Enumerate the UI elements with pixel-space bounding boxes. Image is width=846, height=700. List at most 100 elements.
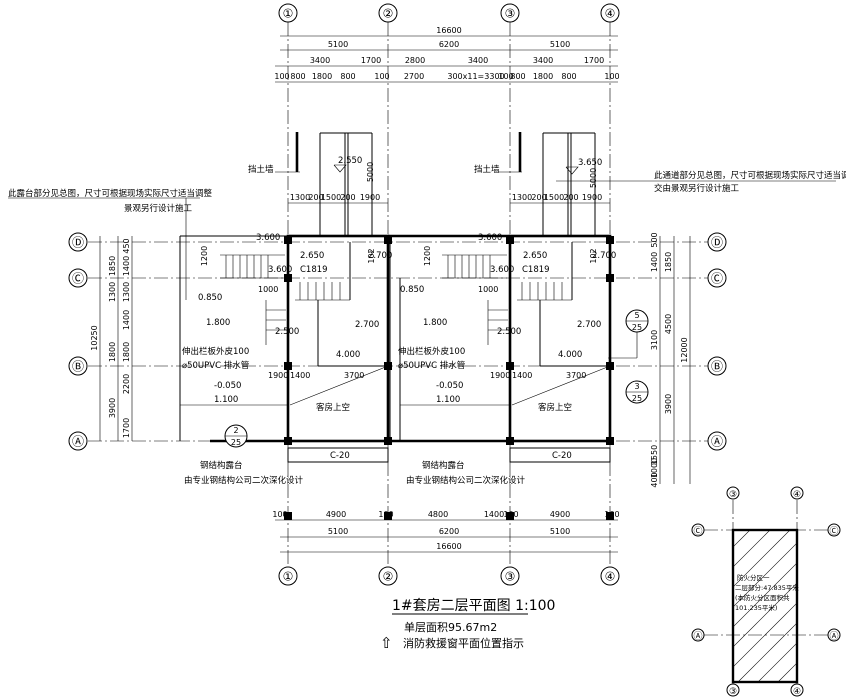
svg-text:②: ② (383, 7, 394, 21)
svg-text:400: 400 (650, 472, 659, 487)
svg-text:C1819: C1819 (522, 265, 550, 275)
svg-text:101.235平米): 101.235平米) (735, 603, 777, 612)
terrace-note-2: 景观另行设计施工 (124, 203, 193, 214)
svg-text:2700: 2700 (404, 72, 424, 81)
svg-text:Ⓒ: Ⓒ (829, 526, 838, 537)
svg-text:C-20: C-20 (552, 451, 572, 461)
svg-text:-0.050: -0.050 (214, 381, 241, 391)
svg-text:由专业钢结构公司二次深化设计: 由专业钢结构公司二次深化设计 (184, 475, 304, 486)
svg-text:1.100: 1.100 (436, 395, 460, 405)
svg-text:1400: 1400 (650, 252, 659, 272)
svg-text:1800: 1800 (122, 342, 131, 362)
svg-text:800: 800 (290, 72, 305, 81)
detail-mark-5-25: 5 25 (608, 309, 649, 359)
svg-text:二层部分:47.835平米: 二层部分:47.835平米 (735, 583, 799, 592)
svg-text:(本防火分区面积共: (本防火分区面积共 (735, 593, 790, 602)
svg-text:1850: 1850 (108, 256, 117, 276)
svg-text:3100: 3100 (650, 330, 659, 350)
svg-text:4800: 4800 (428, 510, 448, 519)
steel-terrace-left: 钢结构露台 (200, 460, 243, 471)
svg-text:100: 100 (498, 72, 513, 81)
svg-text:3.600: 3.600 (256, 233, 280, 243)
svg-text:⌀50UPVC 排水管: ⌀50UPVC 排水管 (398, 360, 465, 371)
svg-text:3.600: 3.600 (268, 265, 292, 275)
left-dimensions: 10250 1850 1300 1800 3900 450 1400 1300 … (90, 236, 133, 441)
svg-text:②: ② (383, 570, 394, 584)
svg-text:100: 100 (374, 72, 389, 81)
svg-text:4900: 4900 (326, 510, 346, 519)
svg-text:25: 25 (632, 394, 642, 403)
svg-text:1900: 1900 (490, 371, 510, 380)
svg-text:③: ③ (729, 490, 737, 500)
svg-text:1850: 1850 (664, 252, 673, 272)
rescue-note: 消防救援窗平面位置指示 (403, 636, 524, 650)
level-3650: 3.650 (578, 158, 602, 168)
svg-text:Ⓒ: Ⓒ (72, 272, 84, 286)
svg-text:1300: 1300 (512, 193, 532, 202)
svg-text:4.000: 4.000 (558, 350, 582, 360)
svg-text:3900: 3900 (664, 394, 673, 414)
key-plan: 防火分区一 二层部分:47.835平米 (本防火分区面积共 101.235平米)… (691, 486, 841, 697)
svg-text:Ⓓ: Ⓓ (711, 236, 723, 250)
svg-text:800: 800 (561, 72, 576, 81)
svg-text:Ⓑ: Ⓑ (72, 360, 84, 374)
svg-text:102: 102 (589, 248, 598, 263)
svg-text:1300: 1300 (108, 282, 117, 302)
svg-text:1400: 1400 (122, 310, 131, 330)
svg-text:1.100: 1.100 (214, 395, 238, 405)
bottom-dimensions: 100 4900 100 4800 1400 100 4900 100 5100… (272, 510, 620, 553)
svg-text:3400: 3400 (310, 56, 330, 65)
svg-text:Ⓐ: Ⓐ (693, 631, 702, 642)
svg-text:102: 102 (367, 248, 376, 263)
svg-text:1300: 1300 (122, 282, 131, 302)
title-block: 1#套房二层平面图 1:100 单层面积95.67m2 ⇧ 消防救援窗平面位置指… (380, 598, 555, 652)
svg-text:1550: 1550 (650, 445, 659, 465)
svg-text:2.500: 2.500 (497, 327, 521, 337)
svg-text:5: 5 (634, 311, 639, 320)
terrace-note-1: 此露台部分见总图，尺寸可根据现场实际尺寸适当调整 (8, 188, 213, 199)
svg-text:④: ④ (605, 7, 616, 21)
axis-lines (88, 22, 708, 565)
svg-text:Ⓑ: Ⓑ (711, 360, 723, 374)
svg-text:④: ④ (793, 687, 801, 697)
level-2550: 2.550 (338, 156, 362, 166)
svg-text:1900: 1900 (268, 371, 288, 380)
svg-text:Ⓐ: Ⓐ (72, 435, 84, 449)
svg-text:800: 800 (510, 72, 525, 81)
svg-text:5100: 5100 (328, 40, 348, 49)
svg-text:4900: 4900 (550, 510, 570, 519)
svg-text:1500: 1500 (321, 193, 341, 202)
svg-text:Ⓒ: Ⓒ (711, 272, 723, 286)
top-dimensions: 16600 5100 6200 5100 3400 1700 2800 3400… (274, 26, 620, 83)
svg-text:1800: 1800 (108, 342, 117, 362)
svg-text:2.650: 2.650 (523, 251, 547, 261)
railing-note-left: 伸出栏板外皮100 (182, 346, 249, 357)
svg-text:1900: 1900 (582, 193, 602, 202)
svg-text:200: 200 (340, 193, 355, 202)
floor-area: 单层面积95.67m2 (404, 621, 497, 634)
svg-text:6200: 6200 (439, 40, 459, 49)
svg-text:①: ① (283, 7, 294, 21)
svg-text:Ⓐ: Ⓐ (829, 631, 838, 642)
upper-dimension-chains: 1300 200 1500 200 1900 1300 200 1500 200… (288, 193, 610, 204)
svg-text:1800: 1800 (533, 72, 553, 81)
svg-text:④: ④ (793, 490, 801, 500)
svg-text:0.850: 0.850 (400, 285, 424, 295)
svg-text:③: ③ (729, 687, 737, 697)
misc-dims: 1200 102 102 1200 1000 1000 1900 1400 37… (200, 246, 598, 380)
columns (284, 236, 614, 520)
svg-text:16600: 16600 (436, 542, 461, 551)
svg-text:3400: 3400 (468, 56, 488, 65)
svg-text:⌀50UPVC 排水管: ⌀50UPVC 排水管 (182, 360, 249, 371)
svg-text:4.000: 4.000 (336, 350, 360, 360)
svg-text:100: 100 (604, 72, 619, 81)
railing-note-right: 伸出栏板外皮100 (398, 346, 465, 357)
retaining-wall-label-left: 挡土墙 (248, 164, 274, 175)
svg-text:1000: 1000 (650, 458, 659, 478)
svg-text:2: 2 (233, 426, 238, 435)
svg-text:3: 3 (634, 382, 639, 391)
detail-mark-2-25: 2 25 (224, 424, 248, 448)
svg-text:C1819: C1819 (300, 265, 328, 275)
svg-text:5000: 5000 (366, 162, 375, 182)
